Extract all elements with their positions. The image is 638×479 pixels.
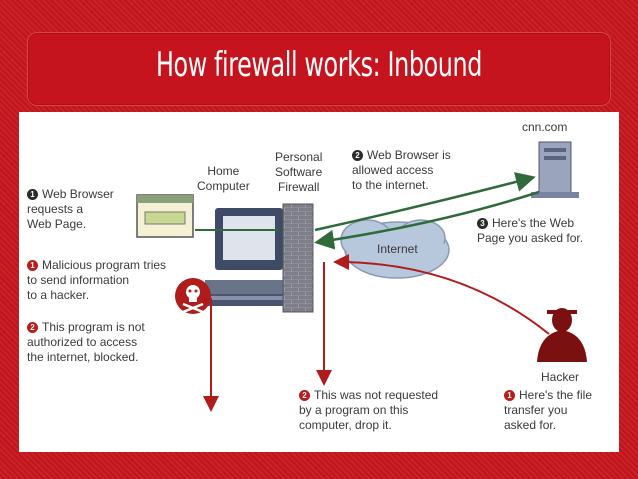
arrow-hacker xyxy=(333,254,550,335)
step-number: 1 xyxy=(27,189,38,200)
home-computer-label: Home Computer xyxy=(197,164,250,193)
home-computer-icon xyxy=(197,208,301,306)
slide-title: How firewall works: Inbound xyxy=(155,45,483,85)
server-icon xyxy=(531,141,579,198)
server-label: cnn.com xyxy=(522,120,568,134)
hacker-label: Hacker xyxy=(541,370,580,384)
step-number: 1 xyxy=(27,260,38,271)
step-number: 3 xyxy=(477,218,488,229)
step-number: 1 xyxy=(504,390,515,401)
step-number: 2 xyxy=(352,150,363,161)
step-text: This was not requested by a program on t… xyxy=(299,388,439,432)
firewall-label: Personal Software Firewall xyxy=(275,150,323,194)
diagram-canvas xyxy=(136,141,587,412)
browser-window-icon xyxy=(136,194,194,238)
diagram-panel: cnn.com Home Computer Personal Software … xyxy=(19,112,619,452)
step-text: Web Browser is allowed access to the int… xyxy=(352,148,451,192)
step-text: Malicious program tries to send informat… xyxy=(27,258,167,302)
step-text: Here's the Web Page you asked for. xyxy=(477,216,584,245)
title-bar: How firewall works: Inbound xyxy=(27,32,611,106)
step-number: 2 xyxy=(27,322,38,333)
skull-crossbones-icon xyxy=(175,278,211,314)
arrow-to-server xyxy=(314,172,536,232)
hacker-icon xyxy=(537,308,587,362)
step-text: Here's the file transfer you asked for. xyxy=(504,388,592,432)
internet-label: Internet xyxy=(377,242,418,256)
arrow-response xyxy=(314,190,540,250)
step-text: Web Browser requests a Web Page. xyxy=(27,187,114,231)
step-number: 2 xyxy=(299,390,310,401)
step-text: This program is not authorized to access… xyxy=(27,320,145,364)
firewall-icon xyxy=(282,203,314,313)
